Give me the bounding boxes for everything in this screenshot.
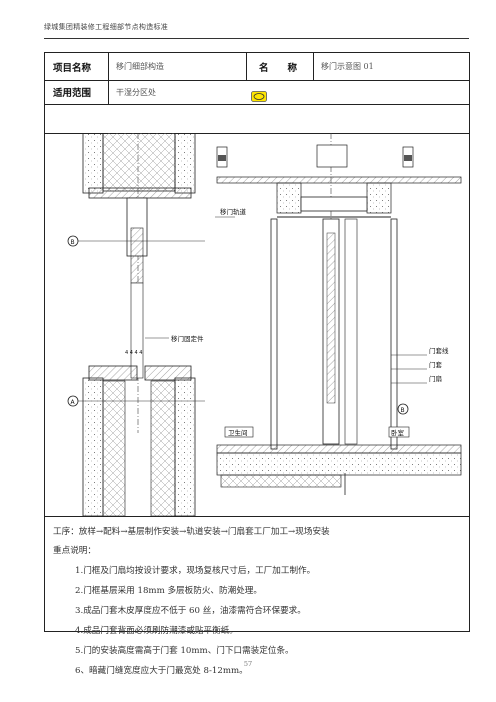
note-item-1: 1.门框及门扇均按设计要求，现场复核尺寸后，工厂加工制作。 [75,566,316,576]
notes-heading: 重点说明： [53,546,96,556]
spec-table: 项目名称 移门细部构造 名 称 移门示意图 01 适用范围 干湿分区处 [44,52,470,676]
name-value: 移门示意图 01 [321,62,374,71]
scope-label: 适用范围 [45,80,109,104]
notes-section: 工序：放样→配料→基层制作安装→轨道安装→门扇套工厂加工→现场安装 重点说明： … [45,517,469,676]
elevation-section-drawing: 移门轨道 门套线 门套 门扇 B 卫生间 卧室 [215,133,462,495]
door-frame-label: 门套 [429,360,443,369]
room-left-label: 卫生间 [228,428,248,437]
note-item-3: 3.成品门套木皮厚度应不低于 60 丝，油漆需符合环保要求。 [75,606,306,616]
scope-divider [45,104,469,105]
section-marker-a: A [71,399,76,406]
table-row-project: 项目名称 移门细部构造 名 称 移门示意图 01 [45,53,469,81]
header-divider [44,38,469,39]
scope-value: 干湿分区处 [116,87,156,97]
fixing-piece-label: 移门固定件 [171,334,204,343]
name-label: 名 称 [247,53,314,80]
note-item-4: 4.成品门套背面必须刷防潮漆或贴平衡纸。 [75,626,238,636]
note-item-5: 5.门的安装高度需高于门套 10mm、门下口需装定位条。 [75,646,294,656]
table-row-scope: 适用范围 干湿分区处 [45,80,469,134]
dimension-label: 4 4 4 4 [125,350,143,356]
page-number: 57 [243,660,253,668]
plan-section-drawing: B 4 4 4 4 移门固定件 A [67,132,205,517]
document-header-title: 绿城集团精装修工程细部节点构造标准 [44,23,169,31]
project-value: 移门细部构造 [109,53,247,80]
project-label: 项目名称 [45,53,109,80]
drawing-area: B 4 4 4 4 移门固定件 A [45,132,469,517]
comment-icon [251,87,267,102]
note-item-2: 2.门框基层采用 18mm 多层板防火、防潮处理。 [75,586,262,596]
room-right-label: 卧室 [391,428,405,437]
sliding-track-label: 移门轨道 [220,207,247,216]
section-marker-b-right: B [401,407,405,414]
door-leaf-label: 门扇 [429,374,442,383]
door-frame-line-label: 门套线 [429,346,449,355]
process-text: 工序：放样→配料→基层制作安装→轨道安装→门扇套工厂加工→现场安装 [53,527,330,537]
section-marker-b: B [71,239,75,246]
note-item-6: 6、暗藏门缝宽度应大于门最宽处 8-12mm。 [75,666,248,676]
